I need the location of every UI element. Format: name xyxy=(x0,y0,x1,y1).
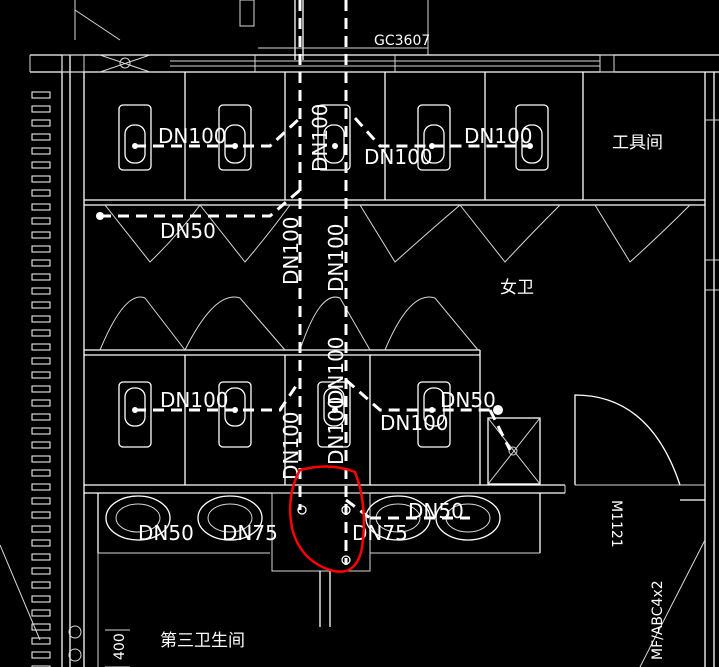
label-dn50-d: DN50 xyxy=(408,499,464,523)
red-markup-circle xyxy=(289,465,366,573)
right-wall xyxy=(704,72,719,667)
label-dn100-vert-3: DN100 xyxy=(324,223,348,292)
wall-slat xyxy=(31,399,51,407)
right-door xyxy=(574,394,705,501)
wall-slat xyxy=(31,413,51,421)
label-dn100-vert-1: DN100 xyxy=(308,103,332,172)
wall-slat xyxy=(31,105,51,113)
label-dn100-e: DN100 xyxy=(380,411,449,435)
wall-slat xyxy=(31,161,51,169)
label-dn75-a: DN75 xyxy=(222,521,278,545)
door-code: M1121 xyxy=(608,500,624,548)
wall-slat xyxy=(31,497,51,505)
label-dn100-c: DN100 xyxy=(464,124,533,148)
label-dn100-b: DN100 xyxy=(364,145,433,169)
lower-stalls xyxy=(84,296,481,485)
wall-slat xyxy=(31,301,51,309)
tool-room-label: 工具间 xyxy=(612,133,663,153)
pipe-labels: DN100 DN100 DN100 DN50 DN100 DN100 DN50 … xyxy=(138,103,533,545)
label-dn100-vert-6: DN100 xyxy=(324,396,348,465)
upper-stalls xyxy=(84,72,705,206)
wall-slat xyxy=(31,343,51,351)
wall-slat xyxy=(31,371,51,379)
wall-slat xyxy=(31,525,51,533)
wall-slat xyxy=(31,287,51,295)
restroom-3-label: 第三卫生间 xyxy=(160,631,245,651)
wall-slat xyxy=(31,133,51,141)
room-labels: GC3607 工具间 女卫 第三卫生间 M1121 MF/ABC4x2 400 xyxy=(112,33,666,660)
wall-slat xyxy=(31,637,51,645)
wall-slat xyxy=(31,595,51,603)
label-dn75-b: DN75 xyxy=(352,521,408,545)
upper-toilets xyxy=(118,104,549,171)
left-wall xyxy=(61,55,85,667)
wall-slat xyxy=(31,231,51,239)
bottom-linework xyxy=(0,539,706,667)
wall-slat xyxy=(31,245,51,253)
wall-slat xyxy=(31,273,51,281)
label-dn100-a: DN100 xyxy=(158,124,227,148)
wall-slat xyxy=(31,203,51,211)
wall-slat xyxy=(31,175,51,183)
wall-slat xyxy=(31,329,51,337)
wall-slat xyxy=(31,553,51,561)
pipe-nodes xyxy=(96,143,533,565)
vanity-counter xyxy=(84,484,566,627)
wall-slat xyxy=(31,469,51,477)
wall-slat xyxy=(31,581,51,589)
wall-slat xyxy=(31,315,51,323)
wall-slat xyxy=(31,539,51,547)
grid-ref: GC3607 xyxy=(374,33,430,49)
wall-slat xyxy=(31,623,51,631)
wall-slat xyxy=(31,427,51,435)
wall-slat xyxy=(31,511,51,519)
womens-toilet-label: 女卫 xyxy=(500,278,534,298)
label-dn50-c: DN50 xyxy=(138,521,194,545)
wall-slat xyxy=(31,483,51,491)
wall-slat xyxy=(31,259,51,267)
wall-slat xyxy=(31,441,51,449)
label-dn50-a: DN50 xyxy=(160,219,216,243)
label-dn50-b: DN50 xyxy=(440,388,496,412)
wall-slat xyxy=(31,357,51,365)
wall-slat xyxy=(31,217,51,225)
wall-slat-column xyxy=(31,91,51,667)
lower-toilets xyxy=(118,381,451,448)
upper-doors xyxy=(104,204,691,263)
wall-slat xyxy=(31,665,51,667)
wall-slat xyxy=(31,609,51,617)
dim-400: 400 xyxy=(112,633,128,660)
label-dn100-vert-5: DN100 xyxy=(279,411,303,480)
wall-slat xyxy=(31,567,51,575)
wall-slat xyxy=(31,651,51,659)
mop-sink xyxy=(487,417,541,485)
wall-slat xyxy=(31,91,51,99)
fixture-code: MF/ABC4x2 xyxy=(650,580,666,660)
drain-pipes xyxy=(100,0,530,565)
label-dn100-vert-2: DN100 xyxy=(279,216,303,285)
sinks xyxy=(105,495,501,541)
wall-slat xyxy=(31,119,51,127)
top-linework xyxy=(29,0,719,73)
wall-slat xyxy=(31,385,51,393)
wall-slat xyxy=(31,189,51,197)
label-dn100-d: DN100 xyxy=(160,388,229,412)
label-dn100-vert-4: DN100 xyxy=(324,336,348,405)
wall-slat xyxy=(31,147,51,155)
wall-slat xyxy=(31,455,51,463)
